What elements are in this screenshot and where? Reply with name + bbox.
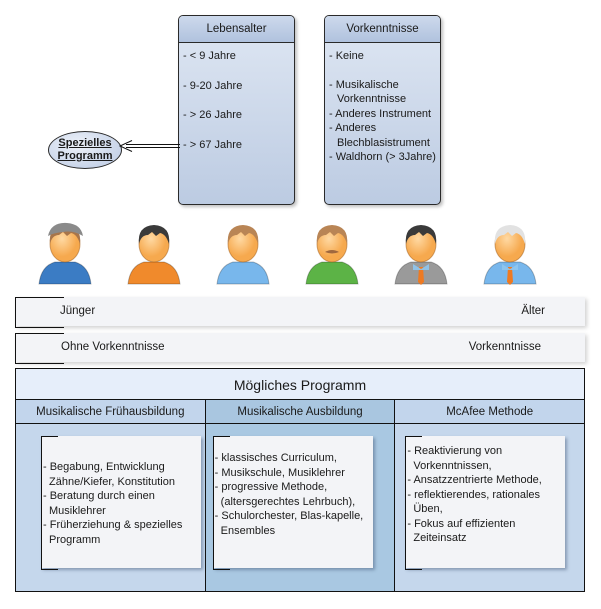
note-item: - Begabung, Entwicklung Zähne/Kiefer, Ko… bbox=[43, 461, 175, 488]
prior-scale-left: Ohne Vorkenntnisse bbox=[61, 341, 165, 353]
age-item: - > 67 Jahre bbox=[183, 138, 243, 151]
prior-item: - Anderes Instrument bbox=[329, 107, 432, 120]
prior-box-title: Vorkenntnisse bbox=[325, 16, 440, 43]
program-column-fruehausbildung: Musikalische Frühausbildung - Begabung, … bbox=[16, 400, 206, 591]
person-icon-senior bbox=[478, 220, 542, 286]
age-scale-right: Älter bbox=[521, 305, 545, 317]
note-item: - Beratung durch einen Musiklehrer bbox=[43, 490, 155, 517]
program-note: - Reaktivierung von Vorkenntnissen, - An… bbox=[405, 436, 566, 570]
prior-knowledge-class-box: Vorkenntnisse - Keine - Musikalische Vor… bbox=[324, 15, 441, 205]
prior-item: - Keine bbox=[329, 50, 364, 62]
prior-item: - Anderes Blechblasistrument bbox=[329, 122, 430, 149]
program-table: Mögliches Programm Musikalische Frühausb… bbox=[15, 368, 585, 592]
note-item: - Reaktivierung von Vorkenntnissen, bbox=[407, 445, 503, 472]
note-item: - progressive Methode, (altersgerechtes … bbox=[214, 481, 356, 508]
age-item: - < 9 Jahre bbox=[183, 50, 236, 62]
person-icon-man-moustache bbox=[300, 220, 364, 286]
note-item: - reflektierendes, rationales Üben, bbox=[407, 488, 541, 516]
age-list: - < 9 Jahre - 9-20 Jahre - > 26 Jahre - … bbox=[179, 43, 294, 152]
prior-list: - Keine - Musikalische Vorkenntnisse - A… bbox=[325, 43, 440, 165]
program-column-ausbildung: Musikalische Ausbildung - klassisches Cu… bbox=[205, 400, 396, 591]
program-note: - Begabung, Entwicklung Zähne/Kiefer, Ko… bbox=[41, 436, 201, 570]
prior-scale-right: Vorkenntnisse bbox=[468, 341, 541, 353]
program-title: Mögliches Programm bbox=[16, 369, 584, 400]
special-line-1: Spezielles bbox=[58, 137, 112, 149]
age-item: - 9-20 Jahre bbox=[183, 79, 243, 92]
program-column-mcafee: McAfee Methode - Reaktivierung von Vorke… bbox=[395, 400, 585, 591]
open-arrow-connector bbox=[118, 140, 180, 152]
prior-item: - Waldhorn (> 3Jahre) bbox=[329, 151, 436, 163]
special-line-2: Programm bbox=[57, 150, 113, 162]
age-scale: Jünger Älter bbox=[15, 297, 585, 328]
person-icon-businessman bbox=[389, 220, 453, 286]
prior-item: - Musikalische Vorkenntnisse bbox=[329, 78, 407, 106]
note-item: - klassisches Curriculum, bbox=[214, 452, 337, 464]
program-note: - klassisches Curriculum, - Musikschule,… bbox=[212, 436, 373, 570]
note-item: - Fokus auf effizienten Zeiteinsatz bbox=[407, 517, 516, 545]
column-header: McAfee Methode bbox=[395, 400, 585, 424]
age-item: - > 26 Jahre bbox=[183, 109, 243, 121]
column-header: Musikalische Ausbildung bbox=[205, 400, 395, 424]
note-item: - Ansatzzentrierte Methode, bbox=[407, 474, 542, 486]
age-box-title: Lebensalter bbox=[179, 16, 294, 43]
note-item: - Musikschule, Musiklehrer bbox=[214, 466, 345, 479]
age-scale-left: Jünger bbox=[60, 305, 96, 317]
person-icon-teen-hoodie bbox=[122, 220, 186, 286]
special-program-ellipse: Spezielles Programm bbox=[48, 131, 122, 169]
prior-knowledge-scale: Ohne Vorkenntnisse Vorkenntnisse bbox=[15, 333, 585, 364]
note-item: - Schulorchester, Blas-kapelle, Ensemble… bbox=[214, 510, 364, 537]
person-icon-young-polo bbox=[211, 220, 275, 286]
age-class-box: Lebensalter - < 9 Jahre - 9-20 Jahre - >… bbox=[178, 15, 295, 205]
person-icon-boy-cap bbox=[33, 220, 97, 286]
note-item: - Früherziehung & spezielles Programm bbox=[43, 519, 183, 546]
column-header: Musikalische Frühausbildung bbox=[16, 400, 205, 424]
